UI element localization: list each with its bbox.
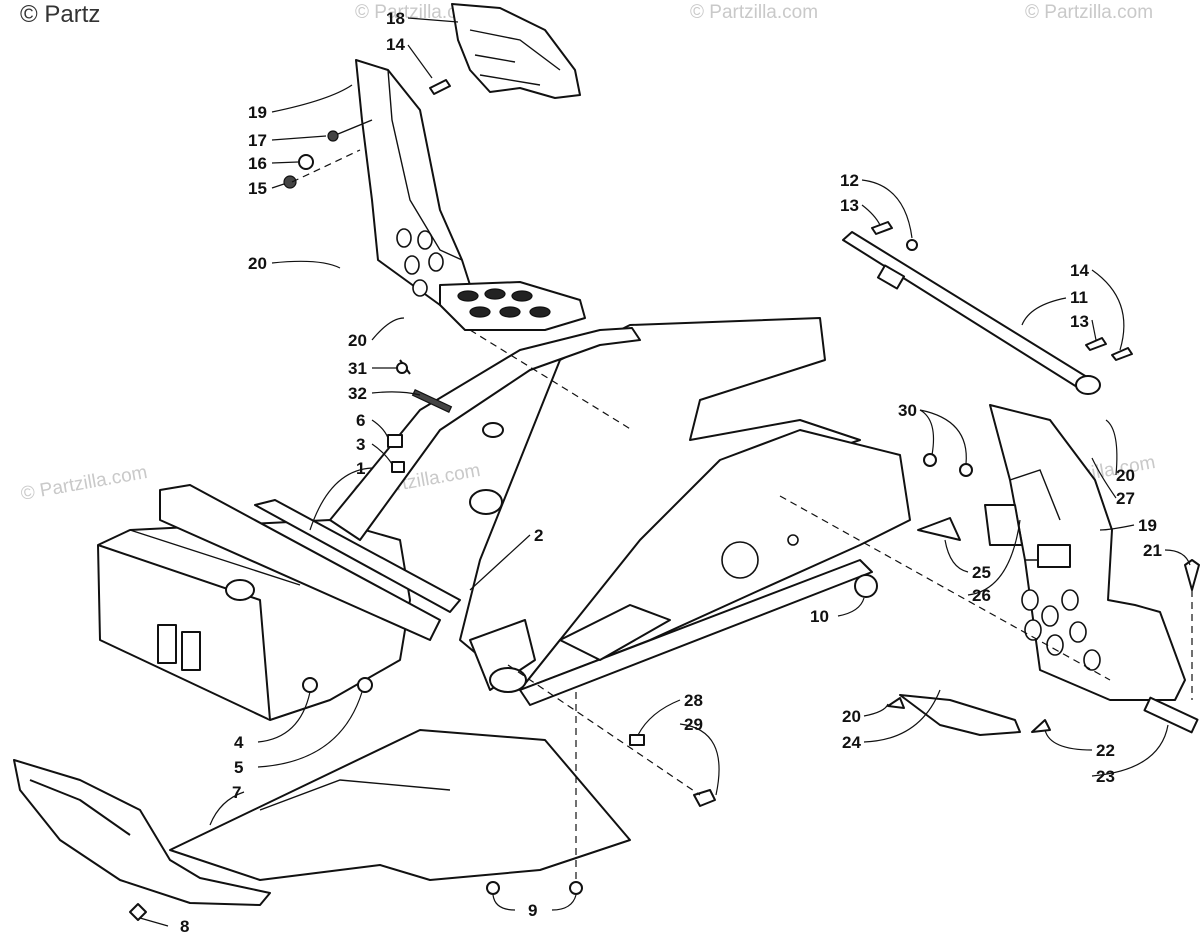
callout-6: 6: [356, 411, 365, 430]
cross-shaft-11: [842, 231, 1096, 393]
callout-14-right: 14: [1070, 261, 1089, 280]
bolt-17: [327, 130, 339, 142]
watermark-top-3: © Partzilla.com: [1025, 2, 1153, 23]
callout-21: 21: [1143, 541, 1162, 560]
screw-8: [129, 903, 147, 921]
bolt-13-right: [1085, 337, 1107, 351]
watermark-corner: © Partz: [20, 1, 100, 28]
callout-13-top: 13: [840, 196, 859, 215]
callout-28: 28: [684, 691, 703, 710]
callout-5: 5: [234, 758, 243, 777]
callout-8: 8: [180, 917, 189, 936]
rivet-20-lower: [887, 697, 905, 709]
callout-20-left: 20: [248, 254, 267, 273]
tunnel-gusset: [559, 604, 671, 661]
leader-lines: [139, 17, 1191, 927]
callout-12: 12: [840, 171, 859, 190]
nut-30a: [923, 453, 937, 467]
callout-19-top: 19: [248, 103, 267, 122]
watermark-mid-1: © Partzilla.com: [19, 462, 149, 505]
nut-12: [906, 239, 918, 251]
right-side-assembly: [842, 221, 1200, 736]
callout-4: 4: [234, 733, 244, 752]
belly-pan-assembly: [13, 692, 631, 921]
screw-9b: [569, 881, 583, 895]
bulkhead-slot-left: [157, 624, 177, 664]
bulkhead-slot-right: [181, 631, 201, 671]
callout-14-top: 14: [386, 35, 405, 54]
upper-cover-18: [451, 3, 581, 99]
callout-16: 16: [248, 154, 267, 173]
watermark-top-1: © Partzilla.com: [355, 2, 483, 23]
steering-tube-end: [489, 667, 527, 693]
front-skid-plate: [13, 759, 271, 906]
callout-13-right: 13: [1070, 312, 1089, 331]
chassis-assembly: [97, 317, 911, 721]
callout-20-lower: 20: [842, 707, 861, 726]
callout-18: 18: [386, 9, 405, 28]
callout-32: 32: [348, 384, 367, 403]
plate-23: [1143, 696, 1199, 734]
callout-11: 11: [1070, 288, 1088, 307]
callout-29: 29: [684, 715, 703, 734]
callout-7: 7: [232, 783, 241, 802]
rivet-31: [396, 362, 408, 374]
callout-27: 27: [1116, 489, 1135, 508]
front-top-rail-inner: [254, 499, 461, 613]
callout-31: 31: [348, 359, 367, 378]
steering-tube: [469, 619, 536, 691]
tunnel-access-hole: [721, 541, 759, 579]
callout-17: 17: [248, 131, 267, 150]
bolt-14-top: [429, 79, 451, 95]
watermark-top-2: © Partzilla.com: [690, 2, 818, 23]
callout-3: 3: [356, 435, 365, 454]
lower-bracket-24: [899, 694, 1021, 736]
tunnel-bottom-rail: [519, 559, 873, 706]
callout-19-right: 19: [1138, 516, 1157, 535]
nut-15: [283, 175, 297, 189]
bolt-14-right: [1111, 347, 1133, 361]
callout-labels: 18 14 19 17 16 15 20 20 31 32 6 3 1 2 4 …: [180, 9, 1162, 936]
strip-32: [411, 389, 453, 413]
callout-15: 15: [248, 179, 267, 198]
callout-24: 24: [842, 733, 861, 752]
callout-2: 2: [534, 526, 543, 545]
bolt-13-top: [871, 221, 893, 235]
spacer-6: [387, 434, 403, 448]
bracket-25: [917, 517, 961, 541]
clip-28: [629, 734, 645, 746]
callout-9: 9: [528, 901, 537, 920]
callout-25: 25: [972, 563, 991, 582]
bushing-3: [391, 461, 405, 473]
callout-26: 26: [972, 586, 991, 605]
callout-30: 30: [898, 401, 917, 420]
front-top-rail: [159, 484, 441, 641]
upper-cross-brace: [329, 327, 641, 541]
callout-10: 10: [810, 607, 829, 626]
nut-30b: [959, 463, 973, 477]
callout-20-right: 20: [1116, 466, 1135, 485]
steering-foot-plate: [439, 281, 586, 331]
belly-pan-7: [169, 729, 631, 881]
rivet-22: [1031, 719, 1051, 733]
nut-4: [302, 677, 318, 693]
callout-23: 23: [1096, 767, 1115, 786]
callout-1: 1: [356, 459, 365, 478]
side-panel-holes: [1021, 544, 1101, 671]
washer-16: [298, 154, 314, 170]
mesh-screen-26: [984, 504, 1023, 546]
steering-support-assembly: [283, 3, 586, 331]
screw-9a: [486, 881, 500, 895]
callout-20-mid: 20: [348, 331, 367, 350]
rivet-21: [1184, 559, 1200, 591]
nut-5: [357, 677, 373, 693]
grommet-10: [854, 574, 878, 598]
steering-post-holes: [396, 228, 551, 318]
shaft-bracket: [876, 264, 906, 290]
center-hardware: [302, 359, 878, 807]
callout-22: 22: [1096, 741, 1115, 760]
